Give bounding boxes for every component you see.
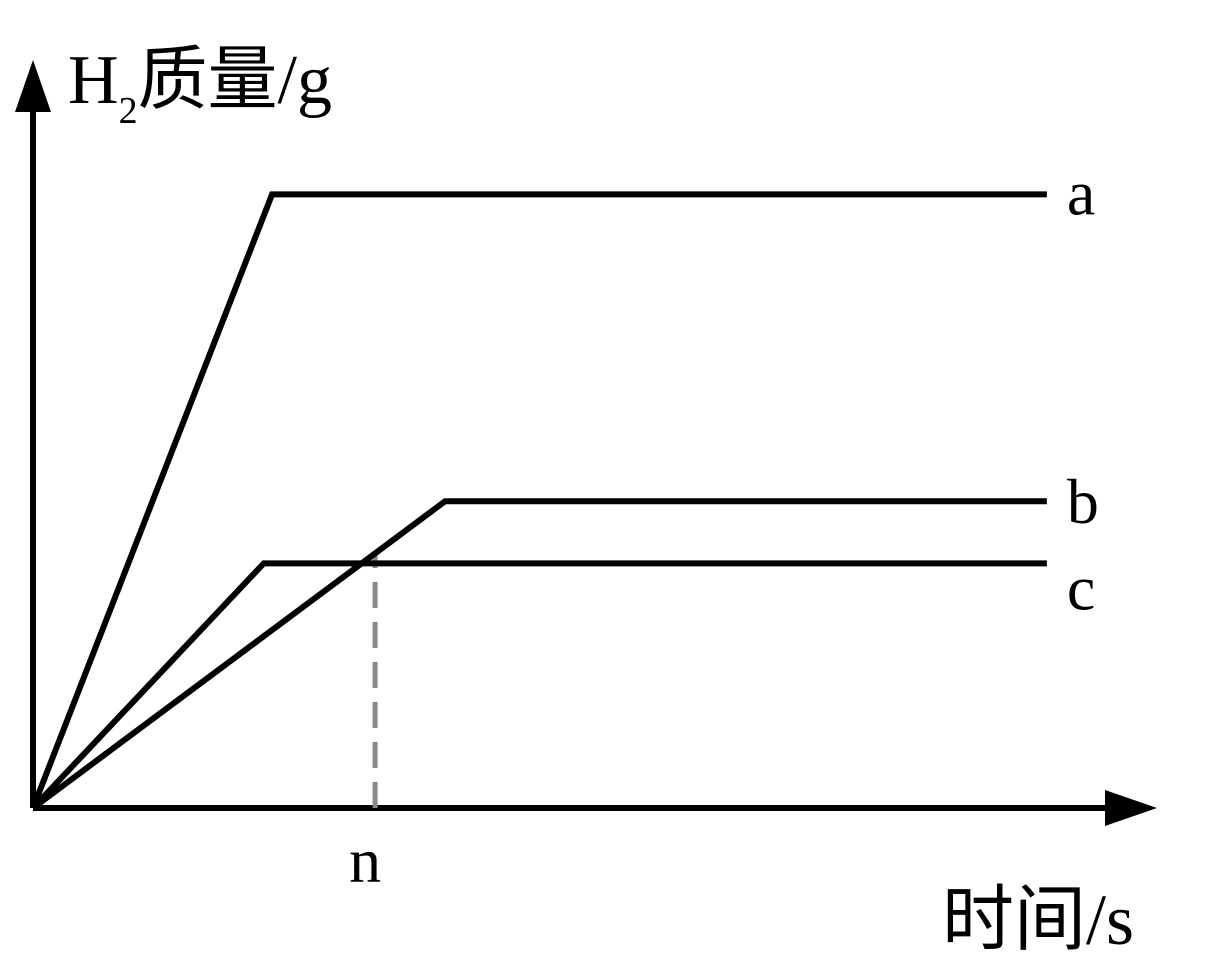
x-axis-label: 时间/s [942,880,1134,960]
series-label-c: c [1067,552,1095,623]
y-axis-label: H2质量/g [68,42,332,132]
series-label-a: a [1067,157,1095,228]
y-axis-label-rest: 质量/g [138,42,332,119]
labels-layer: a bc n [349,157,1099,896]
series-line-c [30,560,1047,811]
y-axis-label-sub: 2 [119,90,138,132]
series-layer [30,191,1047,811]
series-label-b: b [1067,466,1099,537]
series-line-a [30,191,1047,810]
x-tick-label-0: n [349,825,381,896]
y-axis-arrow [15,60,51,112]
y-axis-label-main: H [68,42,119,119]
x-axis-arrow [1105,790,1157,826]
series-line-b [31,498,1047,811]
